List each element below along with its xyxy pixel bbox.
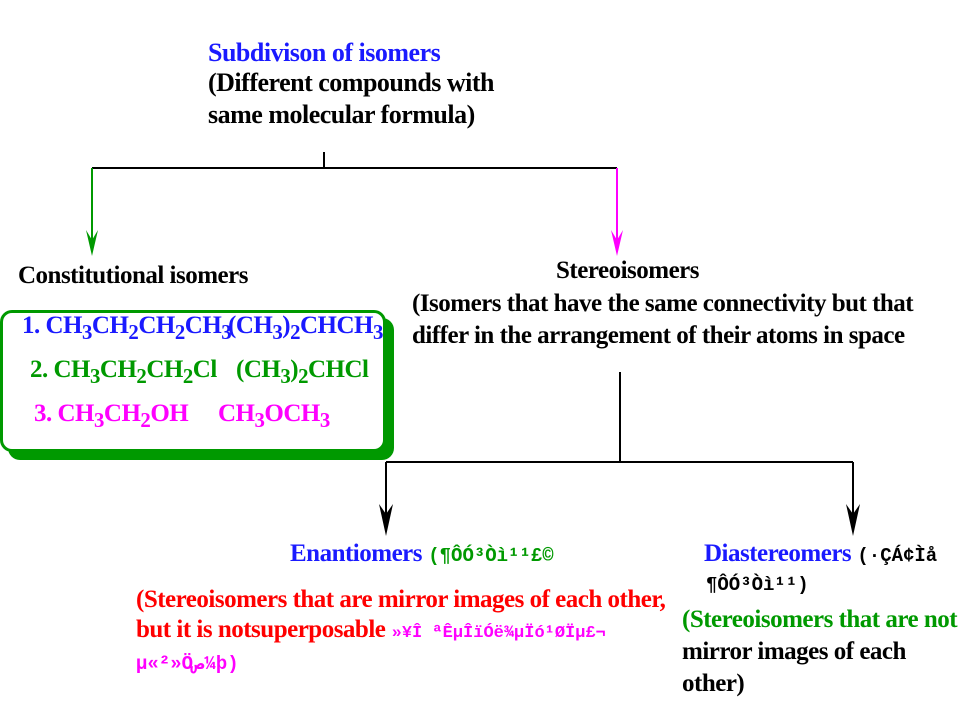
diastereomers-garbled2: ¶ÔÓ³Òì¹¹) — [706, 574, 809, 596]
diastereomers-line3: other) — [682, 670, 745, 697]
enantiomers-heading-row: Enantiomers (¶ÔÓ³Òì¹¹£© — [290, 540, 554, 568]
stereo-line1: (Isomers that have the same connectivity… — [412, 290, 914, 317]
example-3-isomer: CH3OCH3 — [218, 400, 330, 432]
diastereomers-heading-row: Diastereomers (·ÇÁ¢Ìå — [704, 540, 937, 568]
enantiomers-garbled: (¶ÔÓ³Òì¹¹£© — [428, 545, 554, 567]
example-2-isomer: (CH3)2CHCl — [236, 356, 369, 388]
constitutional-examples-box — [0, 310, 386, 452]
diastereomers-garbled1: (·ÇÁ¢Ìå — [857, 545, 938, 567]
example-2: 2. CH3CH2CH2Cl — [30, 356, 217, 388]
diastereomers-line2: mirror images of each — [682, 638, 906, 665]
enantiomers-line2: but it is notsuperposable — [136, 616, 386, 643]
stereo-line2: differ in the arrangement of their atoms… — [412, 322, 905, 349]
stereo-arrowhead — [611, 230, 623, 256]
root-title: Subdivison of isomers — [208, 38, 441, 67]
root-line2: same molecular formula) — [208, 100, 475, 129]
enantiomers-line2-garbled: »¥Î ªÊµÎïÓë¾µÏó¹ØÏµ£¬ — [391, 624, 606, 643]
enantiomers-line2-row: but it is notsuperposable »¥Î ªÊµÎïÓë¾µÏ… — [136, 616, 606, 644]
example-1: 1. CH3CH2CH2CH3 — [22, 312, 232, 344]
stereo-heading: Stereoisomers — [556, 257, 700, 284]
enantiomers-heading: Enantiomers — [290, 540, 423, 567]
diastereomers-heading: Diastereomers — [704, 540, 852, 567]
enantiomer-arrowhead — [379, 504, 393, 536]
example-1-isomer: (CH3)2CHCH3 — [228, 312, 383, 344]
diastereomer-arrowhead — [846, 504, 860, 536]
root-line1: (Different compounds with — [208, 68, 495, 97]
enantiomers-line1: (Stereoisomers that are mirror images of… — [136, 586, 666, 613]
diastereomers-line1: (Stereoisomers that are not — [682, 606, 958, 633]
constitutional-arrowhead — [86, 230, 98, 256]
enantiomers-line3: µ«²»Öص¼þ) — [136, 653, 239, 675]
constitutional-heading: Constitutional isomers — [18, 262, 248, 289]
example-3: 3. CH3CH2OH — [34, 400, 189, 432]
